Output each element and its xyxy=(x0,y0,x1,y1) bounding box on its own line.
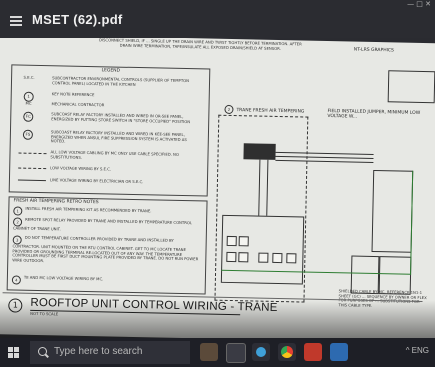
rtu-control-board xyxy=(371,169,414,253)
taskbar-search-box[interactable]: Type here to search xyxy=(30,341,190,364)
terminal xyxy=(238,252,249,263)
legend-text: ALL LOW VOLTAGE CABLING BY MC ONLY USE C… xyxy=(50,149,179,160)
windows-start-icon[interactable] xyxy=(8,347,20,359)
note-number: 4 xyxy=(11,275,21,285)
drawing-number: 1 xyxy=(8,298,23,313)
legend-text: SUBCOAST RELAY FACTORY INSTALLED AND WIR… xyxy=(51,111,191,124)
note-text: REMOTE SPOT RELAY PROVIDED BY TRANE AND … xyxy=(12,216,193,232)
legend-row: FC SUBCOAST RELAY FACTORY INSTALLED AND … xyxy=(15,111,205,124)
legend-row: LOW VOLTAGE WIRING BY S.E.C. xyxy=(14,165,204,171)
legend-symbol: FC xyxy=(23,111,34,122)
terminal xyxy=(238,236,249,247)
terminal xyxy=(226,235,237,247)
terminal-block xyxy=(220,214,305,285)
note-number: 2 xyxy=(224,104,234,115)
legend-row: S.E.C. SUBCONTRACTOR ENVIRONMENTAL CONTR… xyxy=(16,74,206,87)
taskbar: Type here to search ^ ENG xyxy=(0,338,435,367)
temperature-controller xyxy=(243,143,276,160)
legend-text: SUBCONTRACTOR ENVIRONMENTAL CONTROLS (SU… xyxy=(51,75,190,87)
legend-row: 1 KEY NOTE REFERENCE xyxy=(16,91,206,102)
pdf-page: DISCONNECT SHIELD, IF ... SINGLE UP THE … xyxy=(0,34,435,344)
legend-symbol: MC xyxy=(25,100,32,106)
window-controls[interactable]: — □ ✕ xyxy=(407,0,431,8)
terminal xyxy=(286,253,297,264)
nt-lrs-graphics-label: NT-LRS GRAPHICS xyxy=(353,47,394,54)
terminal xyxy=(258,252,269,263)
dashed-line-symbol xyxy=(18,152,47,155)
legend-row: LINE VOLTAGE WIRING BY ELECTRICIAN OR S.… xyxy=(14,177,204,184)
legend-title: LEGEND xyxy=(101,68,121,74)
legend-symbol: FS xyxy=(22,129,34,140)
drawing-scale: NOT TO SCALE xyxy=(30,310,59,317)
notes-title: FRESH AIR TEMPERING RETRO NOTES xyxy=(13,198,99,206)
legend-text: LOW VOLTAGE WIRING BY S.E.C. xyxy=(50,165,112,172)
legend-row: FS SUBCOAST RELAY FACTORY INSTALLED AND … xyxy=(15,129,205,144)
legend-text: MECHANICAL CONTRACTOR xyxy=(51,101,105,108)
note-text: TE AND MC LOW VOLTAGE WIRING BY MC. xyxy=(23,274,104,282)
app-icon[interactable] xyxy=(200,343,218,361)
legend-text: SUBCOAST RELAY FACTORY INSTALLED AND WIR… xyxy=(50,129,187,144)
top-note: DISCONNECT SHIELD, IF ... SINGLE UP THE … xyxy=(98,37,302,51)
chrome-browser-icon[interactable] xyxy=(278,343,296,361)
terminal xyxy=(226,251,237,263)
solid-line-symbol xyxy=(17,179,46,182)
legend-row: ALL LOW VOLTAGE CABLING BY MC ONLY USE C… xyxy=(15,149,205,159)
hamburger-menu-icon[interactable] xyxy=(10,16,22,26)
dashed-line-symbol xyxy=(18,167,47,170)
pdf-app-icon[interactable] xyxy=(304,343,322,361)
note-number: 1 xyxy=(13,206,23,216)
edge-browser-icon[interactable] xyxy=(252,343,270,361)
legend-symbol: S.E.C. xyxy=(23,74,35,80)
trane-tempering-text: TRANE FRESH AIR TEMPERING xyxy=(236,108,305,115)
rtu-top-box xyxy=(387,70,435,104)
field-jumper-label: FIELD INSTALLED JUMPER, MINIMUM LOW VOLT… xyxy=(327,109,421,121)
note-text: DO NOT TEMPERATURE CONTROLLER PROVIDED B… xyxy=(12,234,199,263)
legend-text: LINE VOLTAGE WIRING BY ELECTRICIAN OR S.… xyxy=(49,177,144,185)
terminal xyxy=(272,252,283,264)
system-tray[interactable]: ^ ENG xyxy=(405,346,429,355)
title-bar: MSET (62).pdf — □ ✕ xyxy=(0,0,435,38)
app-icon[interactable] xyxy=(330,343,348,361)
note-text: INSTALL FRESH AIR TEMPERING KIT AS RECOM… xyxy=(25,205,152,214)
search-placeholder: Type here to search xyxy=(54,346,143,357)
task-view-icon[interactable] xyxy=(226,343,246,363)
legend-box: LEGEND S.E.C. SUBCONTRACTOR ENVIRONMENTA… xyxy=(8,64,211,197)
legend-text: KEY NOTE REFERENCE xyxy=(51,91,95,98)
legend-row: MC MECHANICAL CONTRACTOR xyxy=(16,100,206,108)
search-icon xyxy=(38,347,47,356)
window-title: MSET (62).pdf xyxy=(32,12,123,27)
